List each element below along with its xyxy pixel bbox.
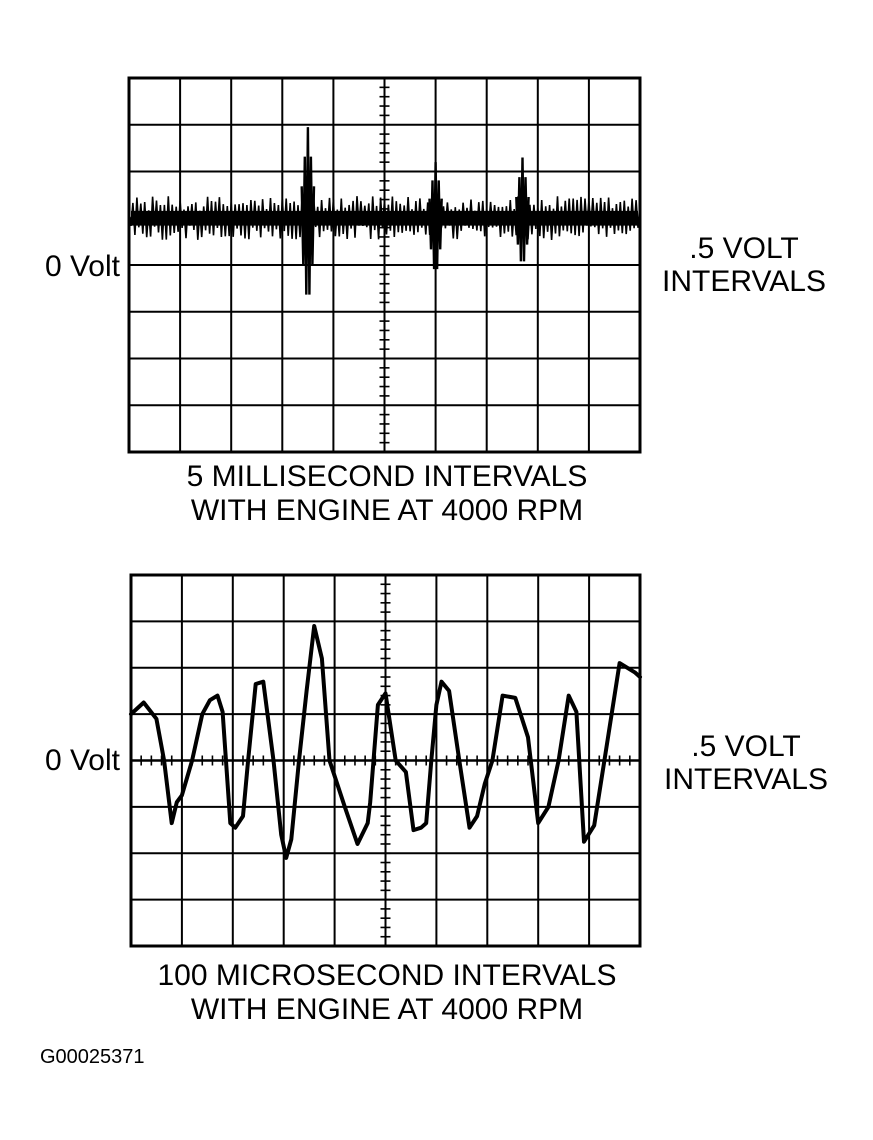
volt-scale-label-top-line2: INTERVALS — [662, 265, 826, 298]
time-caption-bottom-line2: WITH ENGINE AT 4000 RPM — [190, 993, 584, 1026]
volt-scale-label-bottom-line1: .5 VOLT — [691, 730, 801, 763]
scope-frame — [127, 76, 642, 454]
time-caption-top-line1: 5 MILLISECOND INTERVALS — [186, 460, 588, 493]
noise-spike — [428, 162, 443, 270]
noise-spike — [300, 127, 316, 295]
volt-scale-label-bottom-line2: INTERVALS — [664, 763, 828, 796]
noise-spike — [515, 157, 530, 262]
time-caption-top-line2: WITH ENGINE AT 4000 RPM — [190, 494, 584, 527]
noise-trace — [128, 196, 641, 240]
time-caption-bottom-line1: 100 MICROSECOND INTERVALS — [157, 959, 617, 992]
volt-scale-label-top-line1: .5 VOLT — [689, 232, 799, 265]
zero-volt-label-top: 0 Volt — [44, 250, 120, 283]
waveform-trace — [129, 624, 642, 860]
figure-id: G00025371 — [40, 1046, 145, 1068]
zero-volt-label-bottom: 0 Volt — [44, 744, 120, 777]
